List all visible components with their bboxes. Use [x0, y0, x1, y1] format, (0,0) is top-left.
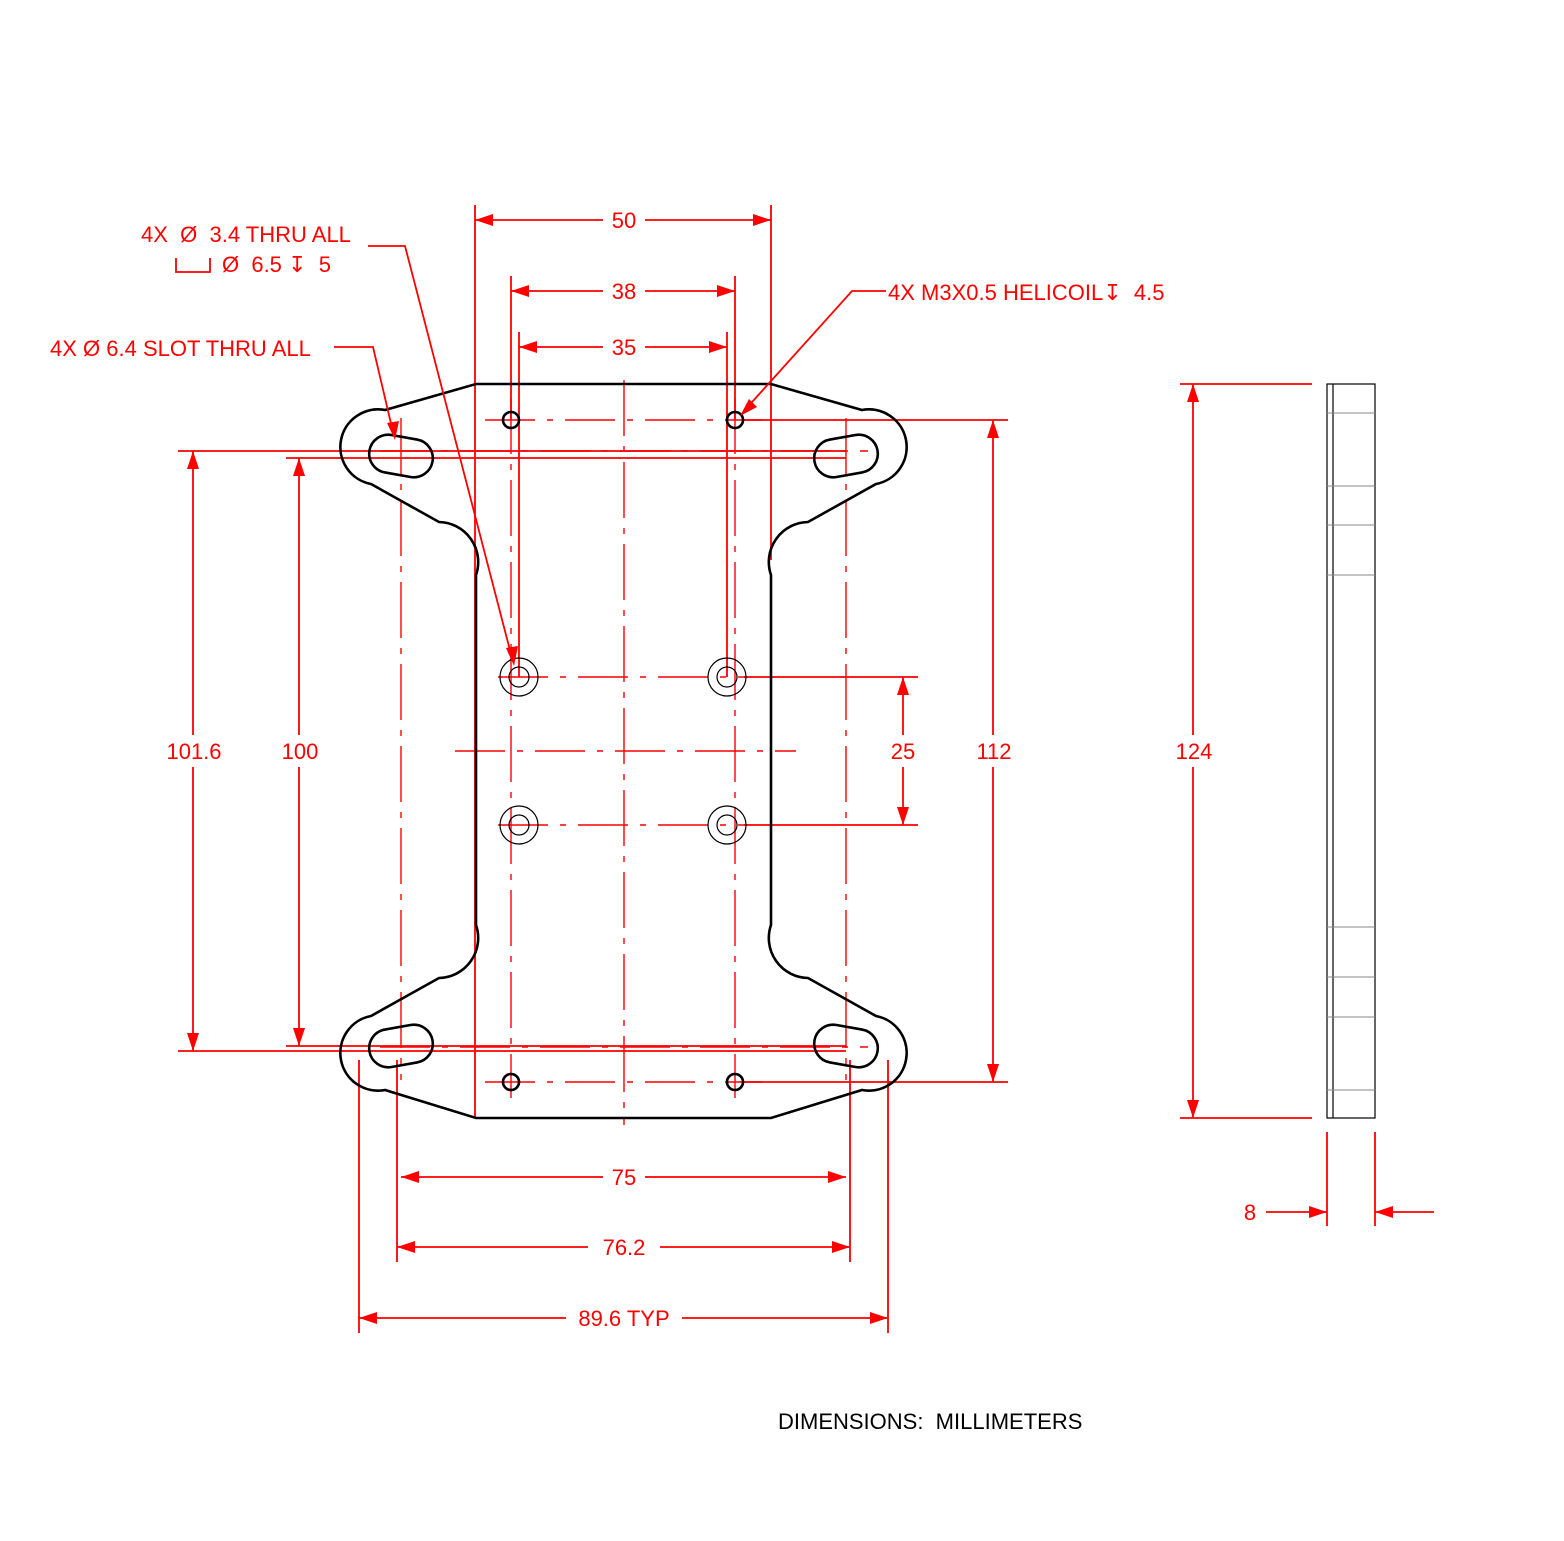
leader-lines — [334, 245, 886, 666]
callout-labels: 4X Ø 3.4 THRU ALL Ø 6.5 ↧ 5 4X Ø 6.4 SLO… — [50, 222, 1164, 361]
cbore-hole-3 — [499, 805, 539, 845]
callout-counterbore: Ø 6.5 ↧ 5 — [222, 252, 331, 277]
slot-top-left — [367, 433, 435, 479]
callout-thru-hole: 4X Ø 3.4 THRU ALL — [141, 222, 351, 247]
cbore-hole-1 — [499, 657, 539, 697]
slot-top-right — [812, 433, 880, 479]
cbore-hole-2 — [707, 657, 747, 697]
plate-outline — [339, 382, 908, 1120]
helicoil-hole-tr — [725, 410, 745, 430]
dim-124: 124 — [1176, 739, 1213, 764]
counterbore-symbol — [175, 258, 211, 273]
helicoil-hole-tl — [501, 410, 521, 430]
center-lines — [380, 380, 868, 1125]
dim-112: 112 — [976, 739, 1011, 764]
helicoil-hole-br — [725, 1072, 745, 1092]
dim-89-6-typ: 89.6 TYP — [578, 1306, 669, 1331]
slot-bottom-left — [367, 1023, 435, 1069]
plate-front-view — [339, 382, 908, 1120]
dim-35: 35 — [612, 335, 636, 360]
callout-helicoil: 4X M3X0.5 HELICOIL↧ 4.5 — [888, 280, 1164, 305]
slot-bottom-right — [812, 1023, 880, 1069]
helicoil-hole-bl — [501, 1072, 521, 1092]
plate-side-view — [1326, 383, 1376, 1119]
dim-38: 38 — [612, 279, 636, 304]
dimension-lines — [187, 214, 1434, 1324]
dimension-labels: 50 38 35 101.6 100 25 112 124 8 75 76.2 … — [166, 208, 1256, 1331]
cbore-hole-4 — [707, 805, 747, 845]
dim-8: 8 — [1244, 1200, 1256, 1225]
dim-76-2: 76.2 — [603, 1235, 646, 1260]
dim-100: 100 — [282, 739, 319, 764]
dim-101-6: 101.6 — [166, 739, 221, 764]
callout-slot: 4X Ø 6.4 SLOT THRU ALL — [50, 336, 311, 361]
units-note: DIMENSIONS: MILLIMETERS — [778, 1409, 1082, 1434]
dim-75: 75 — [612, 1165, 636, 1190]
dim-50: 50 — [612, 208, 636, 233]
dim-25: 25 — [891, 739, 915, 764]
